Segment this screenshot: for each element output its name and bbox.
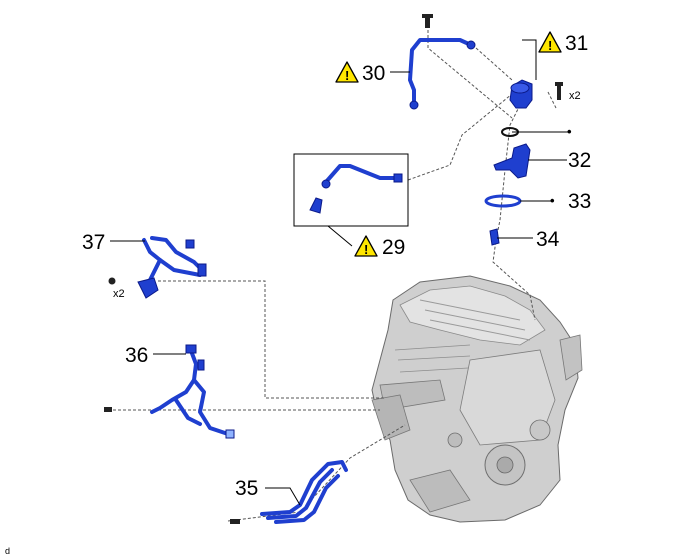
part-31-fuel-pump [509, 39, 563, 109]
engine-assembly [371, 275, 583, 523]
callout-33: 33 [568, 190, 591, 213]
caution-triangle-icon: ! [538, 31, 562, 53]
caution-triangle-icon: ! [354, 235, 378, 257]
diagram-code: d [5, 546, 10, 556]
callout-37: 37 [82, 231, 105, 254]
part-35-pipe [230, 460, 348, 524]
callout-35: 35 [235, 477, 258, 500]
quantity-label-bolt: x2 [569, 90, 581, 102]
svg-text:•: • [567, 124, 572, 139]
callout-31: 31 [565, 32, 588, 55]
part-37-wire-harness [108, 236, 207, 299]
quantity-label-nut: x2 [113, 288, 125, 300]
callout-29: 29 [382, 236, 405, 259]
callout-32: 32 [568, 149, 591, 172]
part-36-wire-harness [104, 344, 235, 439]
part-30-fuel-pipe [408, 14, 476, 110]
callout-30: 30 [362, 62, 385, 85]
part-33-gasket [484, 194, 522, 208]
non-reusable-dot-icon: • • [550, 124, 572, 208]
part-29-pipe-box [293, 153, 409, 227]
callout-34: 34 [536, 228, 560, 251]
svg-text:!: ! [548, 38, 552, 53]
callout-36: 36 [125, 344, 148, 367]
svg-text:•: • [550, 193, 555, 208]
part-34-cup [489, 228, 500, 246]
caution-triangle-icon: ! [335, 61, 359, 83]
part-32-bracket [493, 143, 531, 179]
svg-text:!: ! [364, 242, 368, 257]
leader-lines [110, 71, 568, 506]
svg-text:!: ! [345, 68, 349, 83]
